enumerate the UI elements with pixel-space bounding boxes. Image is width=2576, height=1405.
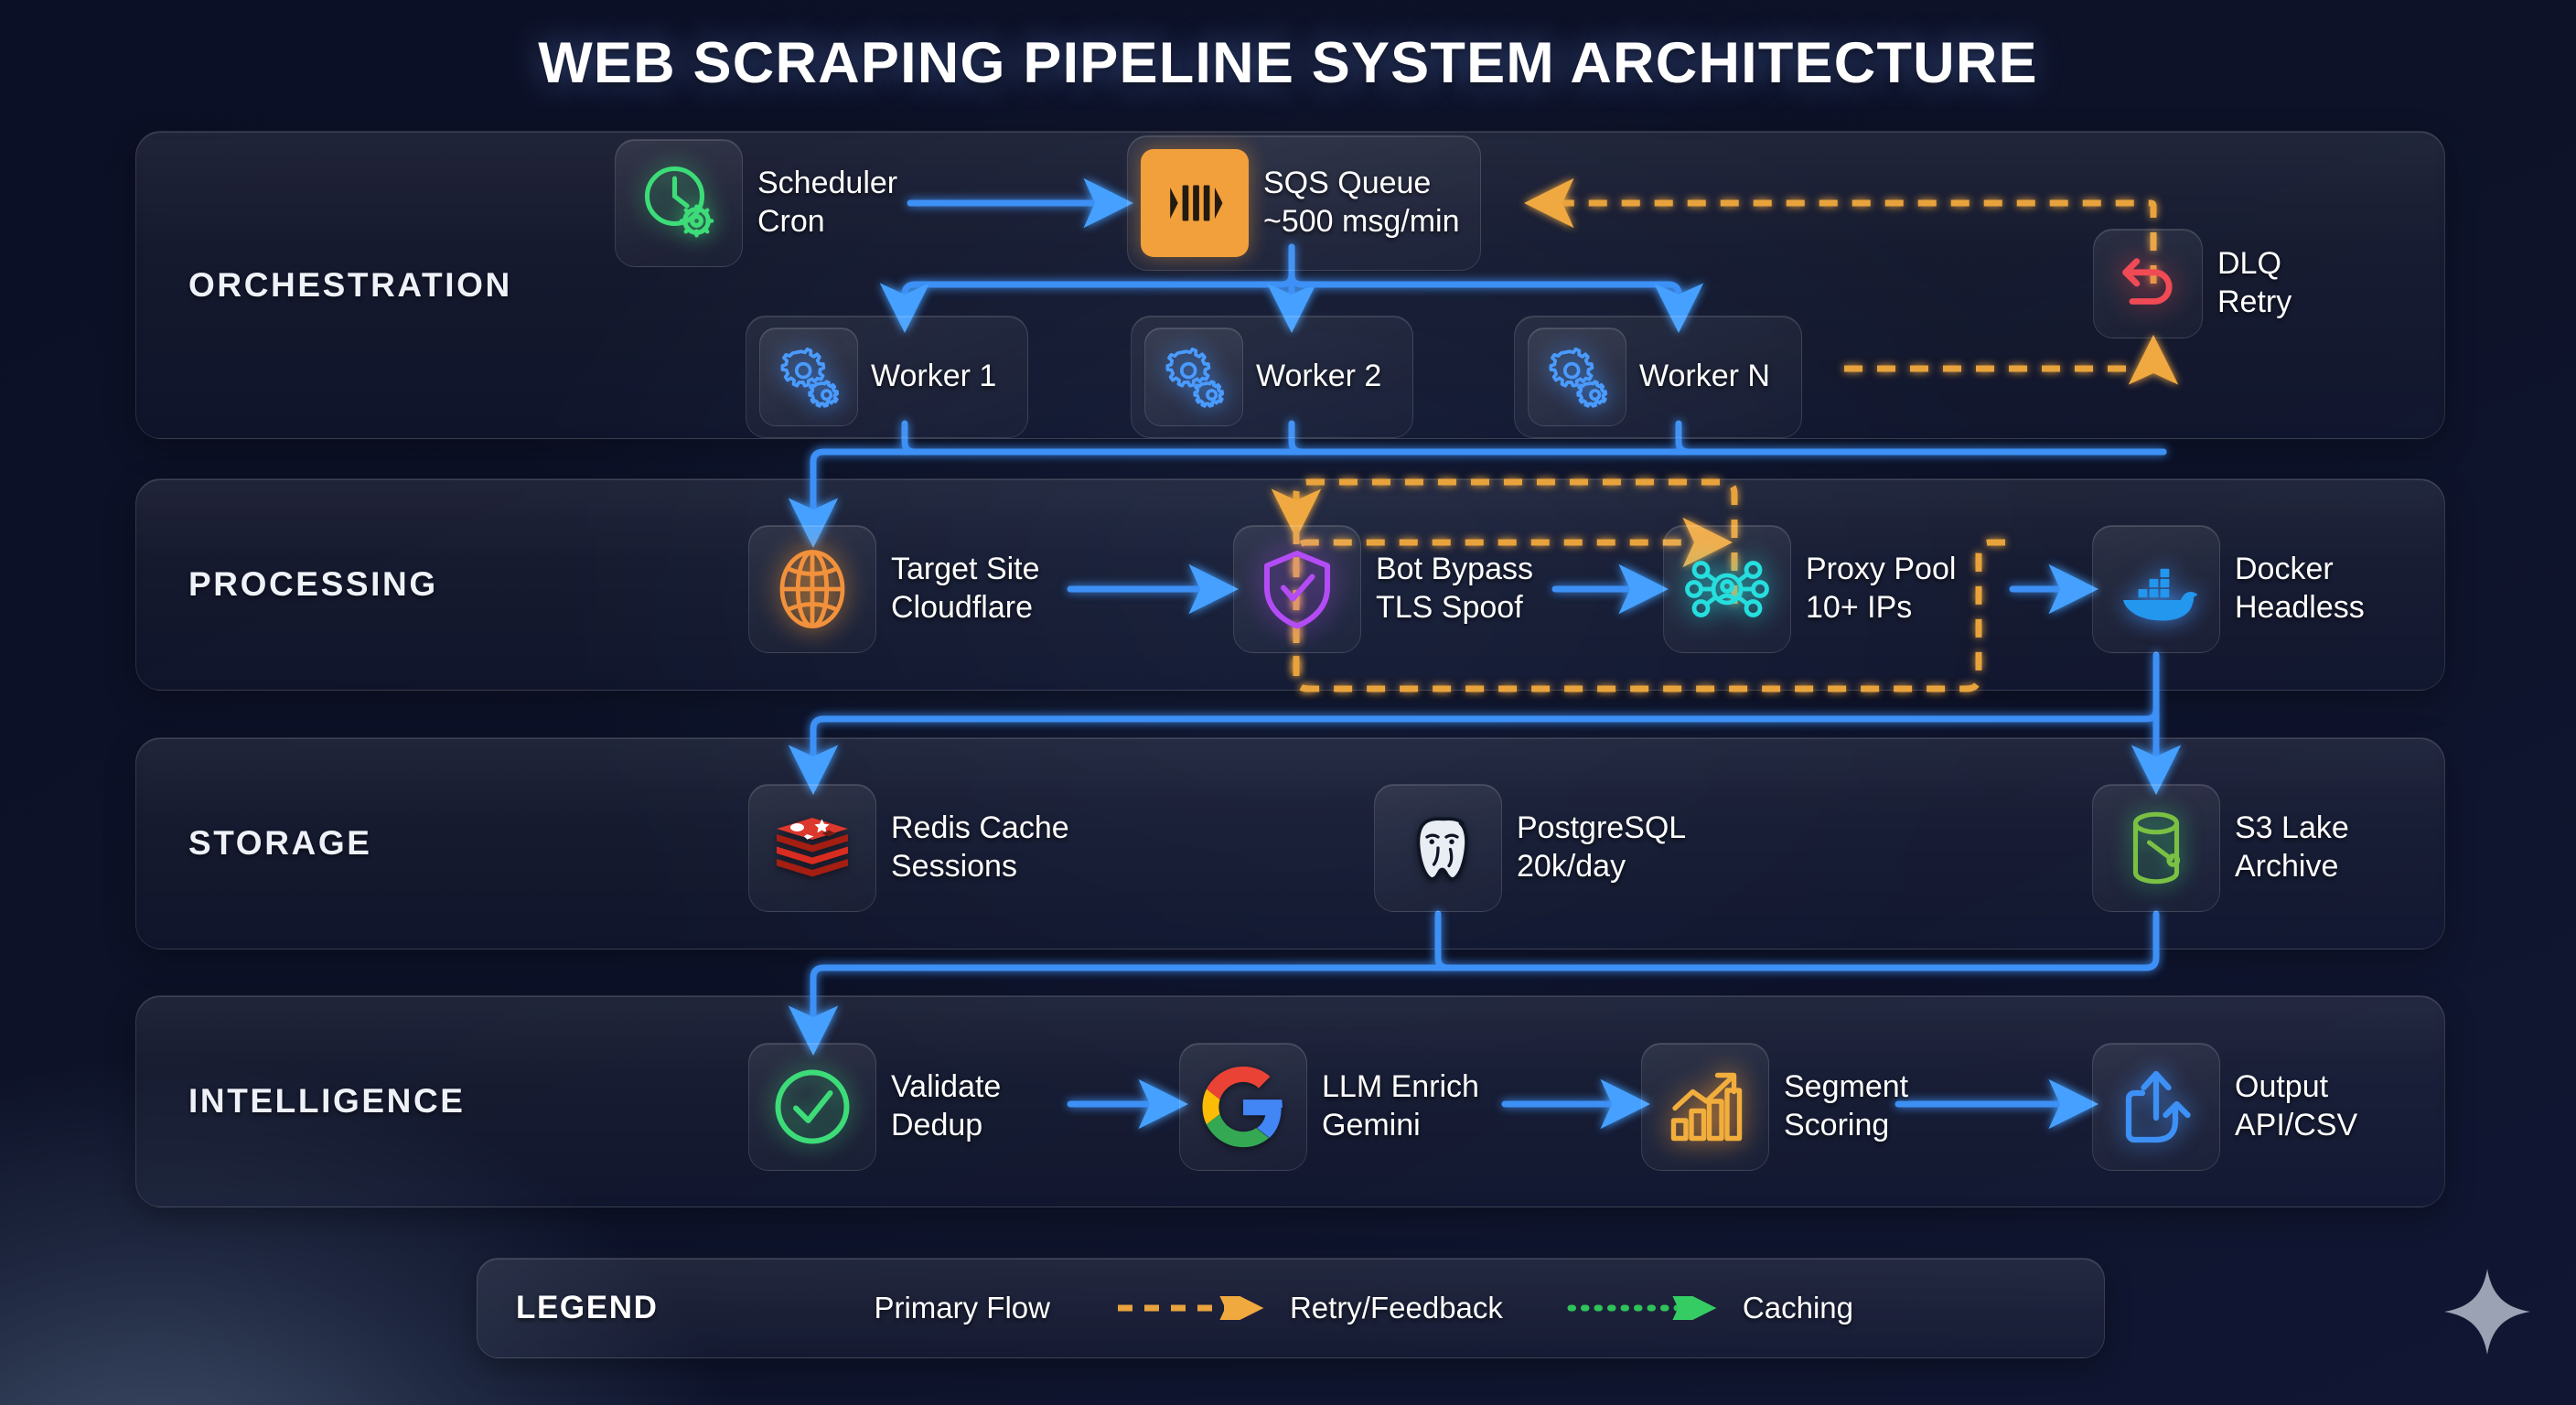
node-bot-line2: TLS Spoof — [1376, 590, 1523, 625]
node-dlq-label: DLQ Retry — [2217, 245, 2292, 322]
node-docker[interactable]: Docker Headless — [2092, 525, 2365, 653]
node-target-line2: Cloudflare — [891, 590, 1033, 625]
legend: LEGEND Primary Flow Retry/Feedback — [477, 1258, 2105, 1358]
legend-title: LEGEND — [516, 1290, 659, 1325]
node-llm-line2: Gemini — [1322, 1108, 1421, 1142]
check-circle-icon — [748, 1043, 876, 1171]
legend-label-primary-flow: Primary Flow — [874, 1291, 1050, 1325]
node-proxy-pool-label: Proxy Pool 10+ IPs — [1806, 551, 1956, 627]
node-docker-label: Docker Headless — [2235, 551, 2365, 627]
band-label-orchestration: ORCHESTRATION — [188, 265, 512, 304]
node-worker-1-label: Worker 1 — [871, 359, 997, 394]
node-proxy-pool[interactable]: Proxy Pool 10+ IPs — [1663, 525, 1956, 653]
docker-whale-icon — [2092, 525, 2220, 653]
node-postgres-line1: PostgreSQL — [1517, 810, 1687, 846]
node-target-site[interactable]: Target Site Cloudflare — [748, 525, 1040, 653]
node-scheduler[interactable]: Scheduler Cron — [615, 139, 897, 267]
node-target-site-label: Target Site Cloudflare — [891, 551, 1040, 627]
legend-item-retry-feedback: Retry/Feedback — [1114, 1291, 1503, 1325]
clock-gear-icon — [615, 139, 743, 267]
legend-item-caching: Caching — [1567, 1291, 1853, 1325]
sqs-queue-icon — [1141, 149, 1249, 257]
page-title: WEB SCRAPING PIPELINE SYSTEM ARCHITECTUR… — [538, 31, 2038, 95]
export-icon — [2092, 1043, 2220, 1171]
node-validate-dedup[interactable]: Validate Dedup — [748, 1043, 1001, 1171]
sparkle-icon — [2444, 1269, 2530, 1355]
band-label-storage: STORAGE — [188, 824, 372, 862]
node-proxy-line1: Proxy Pool — [1806, 552, 1957, 587]
legend-item-primary-flow: Primary Flow — [698, 1291, 1050, 1325]
band-label-intelligence: INTELLIGENCE — [188, 1082, 466, 1120]
postgresql-icon — [1374, 784, 1502, 912]
node-proxy-line2: 10+ IPs — [1806, 590, 1913, 625]
node-output[interactable]: Output API/CSV — [2092, 1043, 2357, 1171]
node-postgresql-label: PostgreSQL 20k/day — [1517, 810, 1686, 886]
node-redis-line1: Redis Cache — [891, 810, 1069, 846]
node-output-line2: API/CSV — [2235, 1108, 2358, 1142]
node-worker-n-label: Worker N — [1639, 359, 1770, 394]
google-g-icon — [1179, 1043, 1307, 1171]
node-sqs-label: SQS Queue ~500 msg/min — [1263, 165, 1460, 241]
node-bot-bypass-label: Bot Bypass TLS Spoof — [1376, 551, 1533, 627]
node-llm-label: LLM Enrich Gemini — [1322, 1068, 1479, 1145]
node-dlq-line2: Retry — [2217, 284, 2292, 319]
node-docker-line2: Headless — [2235, 590, 2365, 625]
node-sqs-queue[interactable]: SQS Queue ~500 msg/min — [1127, 135, 1481, 271]
node-sqs-line2: ~500 msg/min — [1263, 204, 1460, 239]
node-scheduler-line2: Cron — [757, 204, 825, 239]
node-s3-lake[interactable]: S3 Lake Archive — [2092, 784, 2349, 912]
node-dlq-retry[interactable]: DLQ Retry — [2093, 229, 2292, 338]
node-validate-line1: Validate — [891, 1069, 1002, 1105]
node-llm-enrich[interactable]: LLM Enrich Gemini — [1179, 1043, 1479, 1171]
node-scheduler-label: Scheduler Cron — [757, 165, 897, 241]
node-redis-line2: Sessions — [891, 849, 1017, 884]
legend-swatch-dashed — [1117, 1296, 1264, 1320]
node-worker-2-label: Worker 2 — [1256, 359, 1382, 394]
node-validate-line2: Dedup — [891, 1108, 983, 1142]
node-s3-line1: S3 Lake — [2235, 810, 2349, 846]
redis-icon — [748, 784, 876, 912]
bar-chart-up-icon — [1641, 1043, 1769, 1171]
gears-icon — [759, 327, 858, 426]
node-output-label: Output API/CSV — [2235, 1068, 2357, 1145]
node-segment-line2: Scoring — [1784, 1108, 1890, 1142]
node-s3-label: S3 Lake Archive — [2235, 810, 2349, 886]
globe-icon — [748, 525, 876, 653]
node-sqs-line1: SQS Queue — [1263, 166, 1432, 201]
legend-label-caching: Caching — [1742, 1291, 1853, 1325]
band-label-processing: PROCESSING — [188, 565, 438, 603]
node-postgres-line2: 20k/day — [1517, 849, 1626, 884]
node-bot-bypass[interactable]: Bot Bypass TLS Spoof — [1233, 525, 1533, 653]
node-worker-2[interactable]: Worker 2 — [1131, 316, 1414, 438]
legend-label-retry-feedback: Retry/Feedback — [1289, 1291, 1503, 1325]
shield-check-icon — [1233, 525, 1361, 653]
legend-swatch-solid — [702, 1296, 850, 1320]
node-target-line1: Target Site — [891, 552, 1040, 587]
node-segment-scoring[interactable]: Segment Scoring — [1641, 1043, 1908, 1171]
node-output-line1: Output — [2235, 1069, 2329, 1105]
node-scheduler-line1: Scheduler — [757, 166, 898, 201]
gears-icon — [1528, 327, 1626, 426]
node-validate-label: Validate Dedup — [891, 1068, 1001, 1145]
legend-swatch-dotted — [1567, 1296, 1717, 1320]
node-redis-label: Redis Cache Sessions — [891, 810, 1069, 886]
node-worker-1[interactable]: Worker 1 — [746, 316, 1029, 438]
node-redis-cache[interactable]: Redis Cache Sessions — [748, 784, 1069, 912]
gears-icon — [1144, 327, 1243, 426]
node-docker-line1: Docker — [2235, 552, 2334, 587]
node-dlq-line1: DLQ — [2217, 246, 2281, 282]
s3-bucket-icon — [2092, 784, 2220, 912]
undo-arrow-icon — [2093, 229, 2203, 338]
node-llm-line1: LLM Enrich — [1322, 1069, 1479, 1105]
network-nodes-icon — [1663, 525, 1791, 653]
node-s3-line2: Archive — [2235, 849, 2339, 884]
node-bot-line1: Bot Bypass — [1376, 552, 1533, 587]
node-segment-line1: Segment — [1784, 1069, 1909, 1105]
node-postgresql[interactable]: PostgreSQL 20k/day — [1374, 784, 1686, 912]
node-worker-n[interactable]: Worker N — [1514, 316, 1802, 438]
node-segment-label: Segment Scoring — [1784, 1068, 1908, 1145]
